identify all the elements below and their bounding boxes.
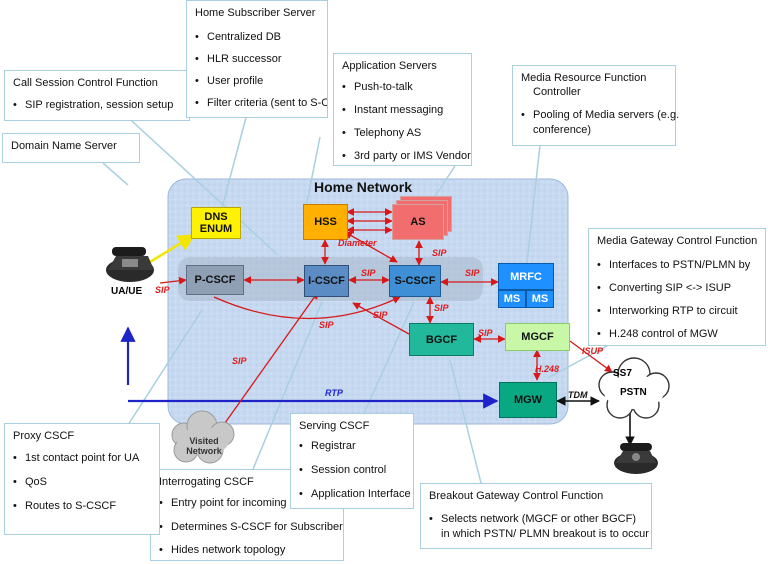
sip-bgcf-mgcf-label: SIP	[478, 328, 493, 338]
callout-mrf-title-2: Controller	[533, 86, 581, 98]
tdm-label: TDM	[568, 390, 588, 400]
callout-mgcf-item: H.248 control of MGW	[597, 328, 718, 340]
callout-hss-item: HLR successor	[195, 53, 282, 65]
callout-breakout-item-cont: in which PSTN/ PLMN breakout is to occur	[441, 528, 649, 540]
callout-interrogating-title: Interrogating CSCF	[159, 476, 254, 488]
callout-mgcf-title: Media Gateway Control Function	[597, 235, 758, 247]
s-cscf-node[interactable]: S-CSCF	[389, 265, 441, 297]
callout-interrogating: Interrogating CSCF Entry point for incom…	[150, 469, 344, 561]
ms-label-1: MS	[503, 293, 521, 305]
ms-node-2[interactable]: MS	[526, 290, 554, 308]
as-node[interactable]: AS	[392, 204, 444, 240]
callout-cscf: Call Session Control Function SIP regist…	[4, 70, 190, 121]
pstn-phone-icon	[614, 443, 658, 474]
callout-mgcf: Media Gateway Control Function Interface…	[588, 228, 766, 346]
callout-hss-title: Home Subscriber Server	[195, 7, 316, 19]
callout-interrogating-item: Entry point for incoming c	[159, 497, 295, 509]
callout-proxy-item: Routes to S-CSCF	[13, 500, 116, 512]
dns-enum-label: DNS ENUM	[199, 211, 233, 235]
callout-proxy-item: 1st contact point for UA	[13, 452, 139, 464]
ua-ue-label: UA/UE	[111, 286, 143, 297]
sip-mrfc-label: SIP	[465, 268, 480, 278]
p-cscf-label: P-CSCF	[194, 274, 236, 286]
rtp-label: RTP	[325, 388, 343, 398]
pstn-label: PSTN	[620, 387, 647, 398]
callout-breakout: Breakout Gateway Control Function Select…	[420, 483, 652, 549]
callout-mgcf-item: Converting SIP <-> ISUP	[597, 282, 731, 294]
callout-as-item: 3rd party or IMS Vendor	[342, 150, 471, 162]
h248-label: H.248	[535, 364, 560, 374]
callout-as-item: Instant messaging	[342, 104, 443, 116]
callout-mrf-item: Pooling of Media servers (e.g.	[521, 109, 679, 121]
callout-serving-item: Application Interface	[299, 488, 411, 500]
callout-proxy-item: QoS	[13, 476, 47, 488]
callout-serving-title: Serving CSCF	[299, 420, 370, 432]
p-cscf-node[interactable]: P-CSCF	[186, 265, 244, 295]
callout-as-item: Telephony AS	[342, 127, 421, 139]
callout-serving: Serving CSCF Registrar Session control A…	[290, 413, 414, 509]
signalling-links	[159, 208, 613, 431]
mgcf-label: MGCF	[521, 331, 554, 343]
callout-mrf-title: Media Resource Function	[521, 72, 647, 84]
ss7-label: SS7	[613, 368, 632, 379]
callout-interrogating-item: Hides network topology	[159, 544, 285, 556]
sip-ua-label: SIP	[155, 285, 170, 295]
callout-proxy-title: Proxy CSCF	[13, 430, 75, 442]
isup-label: ISUP	[582, 346, 604, 356]
i-cscf-node[interactable]: I-CSCF	[304, 265, 349, 297]
sip-visited-label: SIP	[232, 356, 247, 366]
callout-as: Application Servers Push-to-talk Instant…	[333, 53, 472, 166]
ms-label-2: MS	[531, 293, 549, 305]
as-label: AS	[410, 216, 426, 228]
bgcf-label: BGCF	[425, 333, 458, 346]
callout-serving-item: Session control	[299, 464, 386, 476]
home-network-title: Home Network	[314, 179, 413, 195]
mgcf-node[interactable]: MGCF	[505, 323, 570, 351]
s-cscf-label: S-CSCF	[394, 275, 436, 287]
callout-hss: Home Subscriber Server Centralized DB HL…	[186, 0, 328, 118]
callout-hss-item: User profile	[195, 75, 263, 87]
sip-pcscf-scscf-label: SIP	[319, 320, 334, 330]
callout-mgcf-item: Interworking RTP to circuit	[597, 305, 738, 317]
callout-mgcf-item: Interfaces to PSTN/PLMN by	[597, 259, 750, 271]
mgw-node[interactable]: MGW	[499, 382, 557, 418]
callout-interrogating-item: Determines S-CSCF for Subscribers	[159, 521, 343, 533]
callout-cscf-item: SIP registration, session setup	[13, 99, 173, 111]
sip-as-label: SIP	[432, 248, 447, 258]
ms-node-1[interactable]: MS	[498, 290, 526, 308]
callout-proxy: Proxy CSCF 1st contact point for UA QoS …	[4, 423, 160, 535]
mgw-label: MGW	[513, 394, 543, 406]
ua-dns-link	[149, 233, 196, 264]
callout-serving-item: Registrar	[299, 440, 356, 452]
ua-phone-icon	[106, 247, 154, 282]
hss-label: HSS	[314, 216, 337, 228]
callout-cscf-title: Call Session Control Function	[13, 77, 158, 89]
bgcf-node[interactable]: BGCF	[409, 323, 474, 356]
sip-icscf-scscf-label: SIP	[361, 268, 376, 278]
callout-breakout-title: Breakout Gateway Control Function	[429, 490, 604, 502]
visited-network-label: Visited Network	[186, 436, 222, 456]
sip-bgcf-label: SIP	[434, 303, 449, 313]
dns-enum-node[interactable]: DNS ENUM	[191, 207, 241, 239]
callout-mrf: Media Resource Function Controller Pooli…	[512, 65, 679, 146]
hss-node[interactable]: HSS	[303, 204, 348, 240]
callout-hss-item: Centralized DB	[195, 31, 281, 43]
mrfc-node[interactable]: MRFC	[498, 263, 554, 290]
callout-mrf-item-cont: conference)	[533, 124, 592, 136]
mrfc-label: MRFC	[510, 270, 542, 283]
sip-icscf-bgcf-label: SIP	[373, 310, 388, 320]
callout-as-title: Application Servers	[342, 60, 437, 72]
callout-hss-item: Filter criteria (sent to S-CSCF)	[195, 97, 327, 109]
diameter-label: Diameter	[338, 238, 377, 248]
i-cscf-label: I-CSCF	[308, 275, 345, 287]
callout-dns-title: Domain Name Server	[11, 140, 117, 152]
callout-dns: Domain Name Server	[2, 133, 140, 163]
callout-breakout-item: Selects network (MGCF or other BGCF)	[429, 513, 636, 525]
callout-as-item: Push-to-talk	[342, 81, 413, 93]
